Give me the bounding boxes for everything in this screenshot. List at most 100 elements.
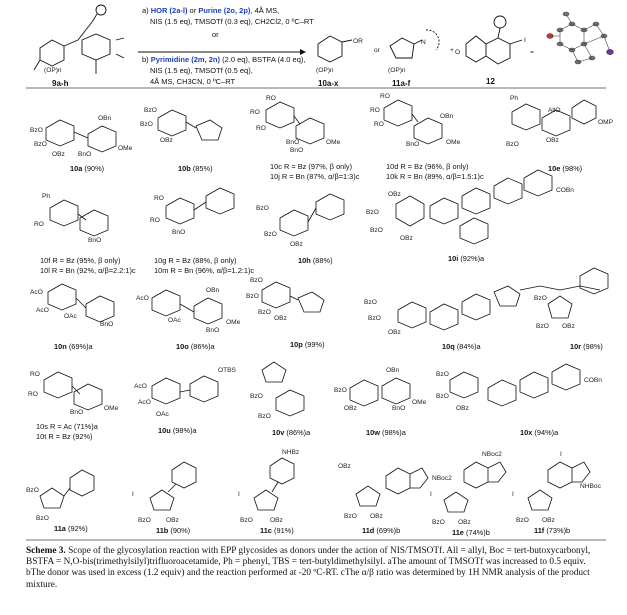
xray-structure: [546, 11, 614, 65]
caption-note-c: cThe α/β ratio was determined by 1H NMR …: [26, 568, 590, 590]
route-a-line1: a) HOR (2a-l) or Purine (2o, 2p), 4Å MS,: [142, 6, 280, 15]
10p-bzo-2: BzO: [246, 293, 259, 300]
scheme-caption: Scheme 3. Scope of the glycosylation rea…: [26, 546, 606, 591]
label-11a: 11a (92%): [54, 524, 88, 533]
10a-obn: OBn: [98, 115, 112, 122]
10c-ro-3: RO: [256, 125, 266, 132]
label-11e: 11e (74%)b: [452, 528, 490, 537]
label-10s: 10s R = Ac (71%)a: [36, 422, 98, 431]
10g-ro-2: RO: [150, 217, 160, 224]
structure-10: [317, 35, 353, 63]
10f-ro: RO: [34, 221, 44, 228]
10p-bzo: BzO: [250, 277, 263, 284]
11b-bzo: BzO: [138, 517, 151, 524]
11e-nboc2: NBoc2: [482, 451, 502, 458]
label-10h: 10h (88%): [298, 256, 333, 265]
10n-aco: AcO: [30, 289, 43, 296]
label-10o: 10o (86%)a: [176, 342, 215, 351]
11a-bzo-2: BzO: [36, 515, 49, 522]
10w-obz: OBz: [344, 405, 357, 412]
label-10q: 10q (84%)a: [442, 342, 481, 351]
10n-aco-2: AcO: [36, 307, 49, 314]
plus-sign: +: [450, 47, 454, 54]
10b-bzo-1: BzO: [144, 107, 157, 114]
11e-obz: OBz: [458, 519, 471, 526]
10i-bzo: BzO: [366, 209, 379, 216]
10d-ome: OMe: [446, 139, 461, 146]
10p-obz: OBz: [274, 315, 287, 322]
10e-allo: AllO: [548, 107, 560, 114]
10u-aco-2: AcO: [138, 399, 151, 406]
10o-ome: OMe: [226, 319, 241, 326]
caption-note-b: bThe donor was used in excess (1.2 equiv…: [26, 568, 341, 579]
10s-ro-2: RO: [28, 391, 38, 398]
structure-11: [389, 29, 440, 59]
route-b-line3: 4Å MS, CH3CN, 0 ºC–RT: [150, 77, 236, 86]
label-10u: 10u (98%)a: [158, 426, 197, 435]
11d-bzo: BzO: [344, 513, 357, 520]
10q-bzo: BzO: [364, 299, 377, 306]
label-10p: 10p (99%): [290, 340, 325, 349]
11d-nboc2: NBoc2: [432, 475, 452, 482]
label-11c: 11c (91%): [260, 526, 294, 535]
10w-bzo: BzO: [334, 387, 347, 394]
10h-bzo-2: BzO: [264, 231, 277, 238]
label-10b: 10b (85%): [178, 164, 213, 173]
10f-ph: Ph: [42, 193, 50, 200]
10r-bzo-2: BzO: [536, 323, 549, 330]
10h-obz: OBz: [290, 241, 303, 248]
equals-sign: =: [530, 49, 534, 56]
10d-bno: BnO: [406, 141, 419, 148]
10c-ro: RO: [266, 95, 276, 102]
label-11d: 11d (69%)b: [362, 526, 401, 535]
10u-otbs: OTBS: [218, 367, 237, 374]
10o-aco: AcO: [136, 295, 149, 302]
10x-bzo-2: BzO: [436, 393, 449, 400]
caption-text: Scope of the glycosylation reaction with…: [26, 546, 591, 568]
11c-obz: OBz: [270, 517, 283, 524]
10i-bzo-2: BzO: [370, 227, 383, 234]
caption-title: Scheme 3.: [26, 546, 66, 556]
11d-obz-2: OBz: [370, 513, 383, 520]
11f-obz: OBz: [542, 517, 555, 524]
label-11f: 11f (73%)b: [534, 526, 571, 535]
10x-obz: OBz: [456, 405, 469, 412]
or-separator: or: [212, 30, 219, 39]
10e-bzo: BzO: [506, 141, 519, 148]
10c-ome: OMe: [326, 139, 341, 146]
10d-ro: RO: [380, 93, 390, 100]
10a-bzo-1: BzO: [30, 127, 43, 134]
10x-cobn: COBn: [584, 377, 602, 384]
11e-i: I: [430, 491, 432, 498]
10r-bzo: BzO: [534, 295, 547, 302]
10s-ome: OMe: [104, 405, 119, 412]
label-11b: 11b (90%): [156, 526, 191, 535]
structure-9: [33, 4, 125, 74]
structure-12: [465, 15, 523, 65]
10b-bzo-2: BzO: [140, 121, 153, 128]
nucleoside-label: 11a-f: [392, 79, 411, 88]
iodine-atom: I: [524, 37, 526, 44]
10i-cobn: COBn: [556, 187, 574, 194]
10g-ro: RO: [154, 195, 164, 202]
10f-bno: BnO: [88, 237, 101, 244]
n-atom: N: [421, 39, 426, 46]
label-10i: 10i (92%)a: [448, 254, 485, 263]
10v-bzo-2: BzO: [258, 413, 271, 420]
op-n-label-2: (OP)n: [316, 67, 334, 74]
label-10r: 10r (98%): [570, 342, 603, 351]
10o-bno: BnO: [206, 327, 219, 334]
or-word: or: [374, 47, 381, 54]
10o-oac: OAc: [168, 317, 182, 324]
10r-obz: OBz: [562, 323, 575, 330]
10c-ro-2: RO: [250, 109, 260, 116]
10w-ome: OMe: [412, 399, 427, 406]
11e-bzo: BzO: [432, 519, 445, 526]
label-10n: 10n (69%)a: [54, 342, 93, 351]
10i-obz: OBz: [388, 191, 401, 198]
10q-obz: OBz: [388, 329, 401, 336]
10a-ome: OMe: [118, 145, 133, 152]
10e-omp: OMP: [598, 119, 614, 126]
label-10x: 10x (94%)a: [520, 428, 559, 437]
product-label: 10a-x: [318, 79, 339, 88]
